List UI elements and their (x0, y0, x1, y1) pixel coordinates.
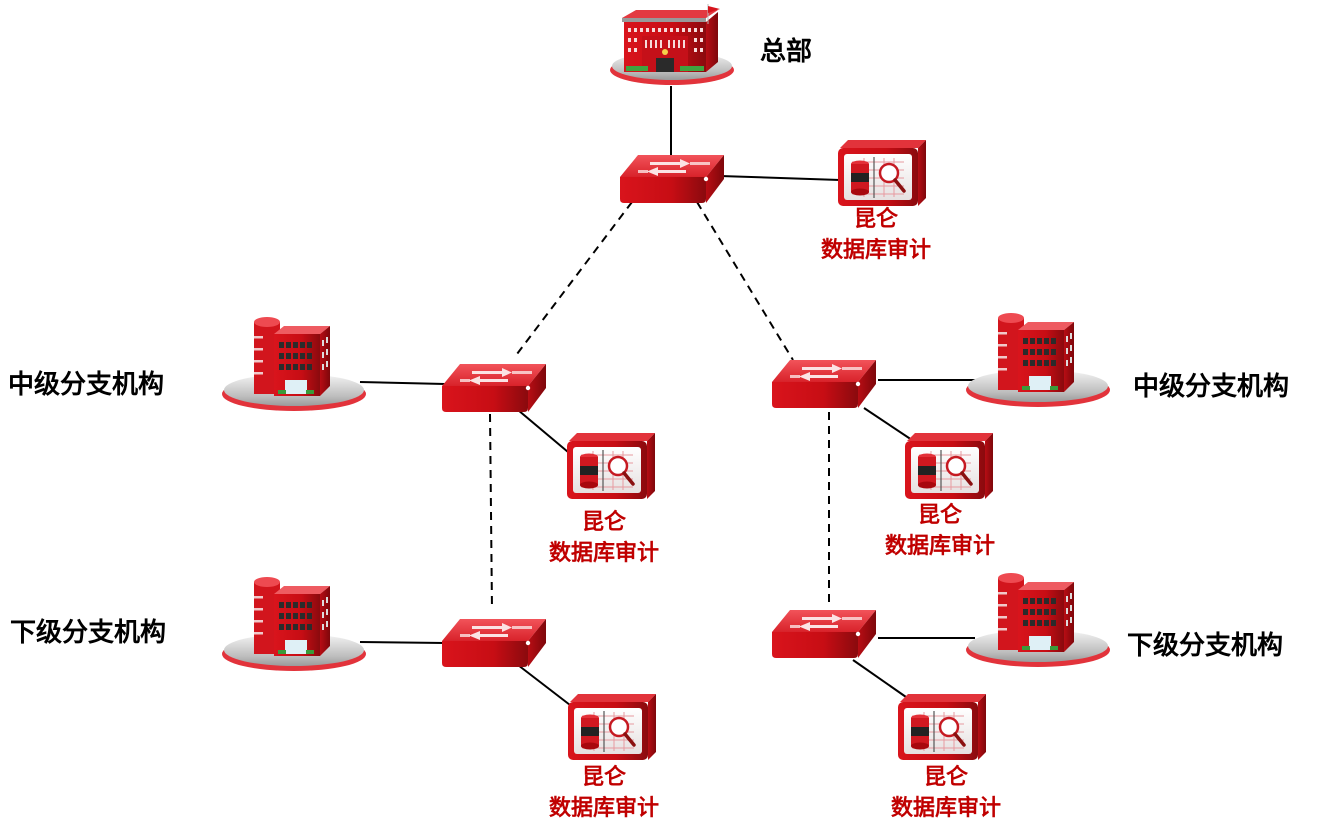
audit-label-line2: 数据库审计 (548, 796, 659, 821)
mid-right-audit-appliance-icon[interactable] (905, 433, 995, 501)
hq-switch-icon[interactable] (620, 153, 726, 205)
hq-label: 总部 (760, 37, 813, 67)
audit-label-line2: 数据库审计 (820, 238, 931, 263)
link-mid-right-switch-audit (863, 407, 913, 441)
low-right-branch-building-icon[interactable] (966, 568, 1112, 670)
link-low-right-switch-audit (852, 659, 907, 698)
hq-audit-label: 昆仑 数据库审计 (806, 204, 946, 266)
link-mid-left-building-switch (359, 381, 446, 385)
mid-left-branch-building-icon[interactable] (222, 312, 368, 414)
mid-left-audit-appliance-icon[interactable] (567, 433, 657, 501)
low-right-audit-appliance-icon[interactable] (898, 694, 988, 762)
mid-left-branch-label: 中级分支机构 (8, 370, 165, 400)
audit-label-line2: 数据库审计 (884, 534, 995, 559)
mid-right-switch-icon[interactable] (772, 358, 878, 410)
link-hq-switch-audit (719, 175, 841, 181)
audit-label-line1: 昆仑 (581, 765, 626, 790)
audit-label-line1: 昆仑 (853, 207, 898, 232)
audit-label-line2: 数据库审计 (548, 541, 659, 566)
link-mid-left-switch-audit (517, 409, 569, 453)
low-left-switch-icon[interactable] (442, 617, 548, 669)
audit-label-line2: 数据库审计 (890, 796, 1001, 821)
hq-building-icon[interactable] (610, 4, 734, 88)
mid-right-branch-building-icon[interactable] (966, 308, 1112, 410)
low-right-switch-icon[interactable] (772, 608, 878, 660)
hq-audit-appliance-icon[interactable] (838, 140, 928, 208)
audit-label-line1: 昆仑 (917, 503, 962, 528)
mid-left-audit-label: 昆仑 数据库审计 (534, 507, 674, 569)
link-hq-to-mid-left (513, 201, 633, 359)
link-hq-to-mid-right (696, 201, 794, 361)
link-mid-left-to-low-left (489, 413, 493, 611)
low-left-branch-label: 下级分支机构 (10, 618, 167, 648)
mid-left-switch-icon[interactable] (442, 362, 548, 414)
low-right-branch-label: 下级分支机构 (1127, 631, 1284, 661)
link-low-left-building-switch (359, 641, 446, 644)
low-right-audit-label: 昆仑 数据库审计 (876, 762, 1016, 824)
low-left-audit-label: 昆仑 数据库审计 (534, 762, 674, 824)
low-left-audit-appliance-icon[interactable] (568, 694, 658, 762)
link-low-left-switch-audit (517, 664, 571, 706)
low-left-branch-building-icon[interactable] (222, 572, 368, 674)
audit-label-line1: 昆仑 (581, 510, 626, 535)
mid-right-audit-label: 昆仑 数据库审计 (870, 500, 1010, 562)
mid-right-branch-label: 中级分支机构 (1133, 372, 1290, 402)
audit-label-line1: 昆仑 (923, 765, 968, 790)
